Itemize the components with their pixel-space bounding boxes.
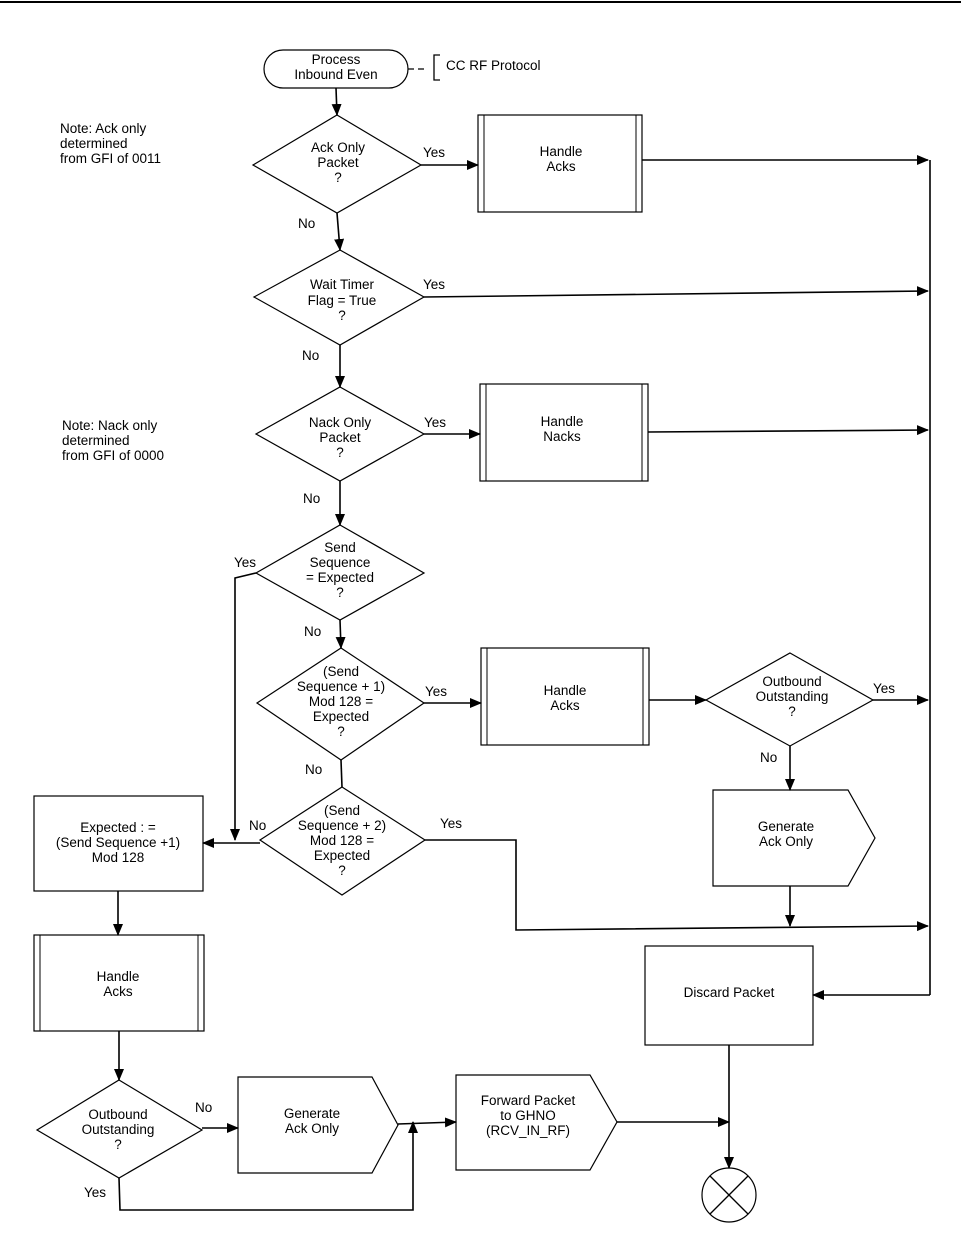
note-ack-line-2: determined [60,136,128,151]
label-no-outbound-right: No [760,750,777,765]
generate-ack-right-line-2: Ack Only [759,834,813,849]
expected-assign-line-3: Mod 128 [92,850,145,865]
outbound-left-line-2: Outstanding [82,1122,155,1137]
label-no-plus1: No [305,762,322,777]
decision-plus2-line-3: Mod 128 = [310,833,374,848]
forward-packet-line-2: to GHNO [500,1108,556,1123]
generate-ack-left-line-1: Generate [284,1106,340,1121]
comment-annotation: CC RF Protocol [408,54,541,81]
label-no-plus2: No [249,818,266,833]
handle-acks-3-line-2: Acks [103,984,133,999]
handle-nacks-line-1: Handle [541,414,584,429]
note-ack: Note: Ack only determined from GFI of 00… [60,121,161,166]
discard-packet-label: Discard Packet [684,985,775,1000]
handle-acks-1-line-2: Acks [546,159,576,174]
decision-plus2-line-1: (Send [324,803,360,818]
decision-ack-only-line-3: ? [334,170,342,185]
label-no-wait-timer: No [302,348,319,363]
decision-plus1-line-5: ? [337,724,345,739]
handle-acks-2-line-1: Handle [544,683,587,698]
decision-send-sequence: Send Sequence = Expected ? [254,524,426,621]
handle-acks-3-line-1: Handle [97,969,140,984]
start-line-2: Inbound Even [294,67,377,82]
forward-packet-line-3: (RCV_IN_RF) [486,1123,570,1138]
label-yes-plus2: Yes [440,816,462,831]
handle-acks-2-line-2: Acks [550,698,580,713]
label-yes-nack-only: Yes [424,415,446,430]
decision-sequence-plus-2: (Send Sequence + 2) Mod 128 = Expected ? [258,786,427,896]
label-yes-outbound-right: Yes [873,681,895,696]
end-connector [701,1167,757,1223]
decision-ack-only-line-2: Packet [317,155,359,170]
expected-assign-line-1: Expected : = [80,820,156,835]
label-no-outbound-left: No [195,1100,212,1115]
decision-ack-only-line-1: Ack Only [311,140,365,155]
decision-plus2-line-2: Sequence + 2) [298,818,386,833]
process-handle-acks-1: Handle Acks [477,114,643,213]
outbound-right-line-2: Outstanding [756,689,829,704]
label-no-ack-only: No [298,216,315,231]
outbound-right-line-3: ? [788,704,796,719]
label-yes-outbound-left: Yes [84,1185,106,1200]
label-yes-plus1: Yes [425,684,447,699]
decision-nack-only: Nack Only Packet ? [254,386,426,482]
decision-send-seq-line-3: = Expected [306,570,374,585]
label-no-nack-only: No [303,491,320,506]
forward-packet-line-1: Forward Packet [481,1093,576,1108]
label-no-send-seq: No [304,624,321,639]
decision-plus1-line-2: Sequence + 1) [297,679,385,694]
note-nack-line-3: from GFI of 0000 [62,448,164,463]
decision-plus1-line-3: Mod 128 = [309,694,373,709]
note-ack-line-3: from GFI of 0011 [60,151,161,166]
outbound-left-line-3: ? [114,1137,122,1152]
decision-send-seq-line-1: Send [324,540,356,555]
decision-send-seq-line-4: ? [336,585,344,600]
decision-plus2-line-4: Expected [314,848,370,863]
note-nack-line-1: Note: Nack only [62,418,158,433]
label-yes-wait-timer: Yes [423,277,445,292]
decision-sequence-plus-1: (Send Sequence + 1) Mod 128 = Expected ? [255,647,426,761]
decision-plus1-line-1: (Send [323,664,359,679]
decision-outbound-right: Outbound Outstanding ? [704,652,875,747]
decision-plus2-line-5: ? [338,863,346,878]
note-nack-line-2: determined [62,433,130,448]
expected-assign-line-2: (Send Sequence +1) [56,835,180,850]
generate-ack-right-line-1: Generate [758,819,814,834]
decision-nack-only-line-1: Nack Only [309,415,372,430]
decision-wait-timer-line-1: Wait Timer [310,277,375,292]
decision-ack-only: Ack Only Packet ? [251,114,423,214]
outbound-right-line-1: Outbound [762,674,821,689]
start-terminator: Process Inbound Even [263,49,409,89]
process-expected-assign: Expected : = (Send Sequence +1) Mod 128 [33,795,204,892]
decision-nack-only-line-3: ? [336,445,344,460]
branch-labels: Yes No Yes No Yes No Yes No Yes No Yes N… [84,145,895,1200]
connectors [113,87,931,1211]
output-generate-ack-right: Generate Ack Only [712,789,876,887]
start-line-1: Process [312,52,361,67]
label-yes-send-seq: Yes [234,555,256,570]
decision-wait-timer: Wait Timer Flag = True ? [252,249,426,346]
output-generate-ack-left: Generate Ack Only [237,1076,399,1174]
decision-plus1-line-4: Expected [313,709,369,724]
note-ack-line-1: Note: Ack only [60,121,147,136]
handle-nacks-line-2: Nacks [543,429,581,444]
outbound-left-line-1: Outbound [88,1107,147,1122]
decision-nack-only-line-2: Packet [319,430,361,445]
decision-wait-timer-line-2: Flag = True [308,293,377,308]
decision-wait-timer-line-3: ? [338,308,346,323]
process-discard-packet: Discard Packet [644,945,814,1046]
process-handle-acks-3: Handle Acks [33,934,205,1032]
handle-acks-1-line-1: Handle [540,144,583,159]
comment-text: CC RF Protocol [446,58,541,73]
label-yes-ack-only: Yes [423,145,445,160]
decision-outbound-left: Outbound Outstanding ? [35,1079,204,1179]
generate-ack-left-line-2: Ack Only [285,1121,339,1136]
note-nack: Note: Nack only determined from GFI of 0… [62,418,164,463]
decision-send-seq-line-2: Sequence [310,555,371,570]
process-handle-nacks: Handle Nacks [479,383,649,482]
process-handle-acks-2: Handle Acks [480,647,650,746]
output-forward-packet: Forward Packet to GHNO (RCV_IN_RF) [455,1074,618,1171]
